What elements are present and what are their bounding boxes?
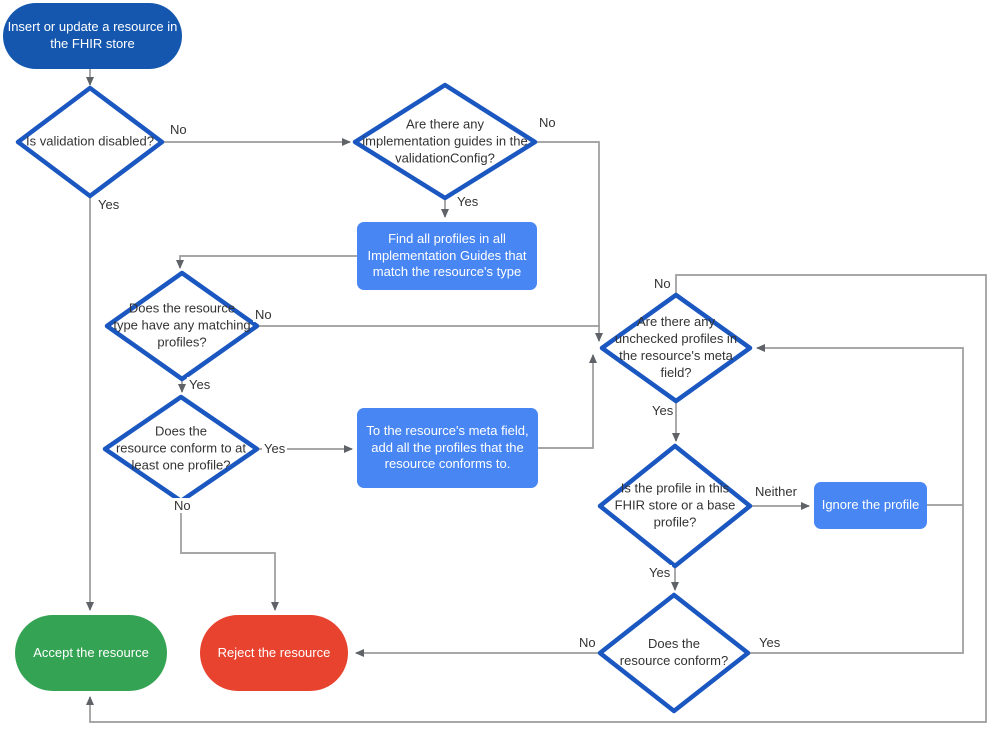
decision-unchecked-profiles [599,292,753,404]
decision-implementation-guides [352,82,538,201]
process-find-profiles: Find all profiles in all Implementation … [357,222,537,290]
edge-label-validation-yes: Yes [96,197,122,212]
decision-resource-conform [597,592,751,714]
edge-label-conform-no: No [577,635,598,650]
start-node: Insert or update a resource in the FHIR … [3,3,182,69]
process-ignore-profile: Ignore the profile [814,482,927,529]
edge-conform-yes-loop-to-unchecked [748,344,964,654]
reject-node: Reject the resource [200,615,348,691]
edge-label-matching-no: No [253,307,274,322]
decision-label-matching-profiles: Does the resource type have any matching… [113,300,251,350]
decision-label-resource-conform: Does the resource conform? [619,636,729,668]
edge-label-conform-yes: Yes [757,635,783,650]
edge-label-conform-one-no: No [172,498,193,513]
decision-matching-profiles [104,270,260,382]
edge-conform-one-no-to-reject [180,501,279,611]
edge-label-validation-no: No [168,122,189,137]
edge-add-to-unchecked [538,354,597,449]
decision-label-profile-in-store: Is the profile in this FHIR store or a b… [614,480,736,530]
edge-label-guides-yes: Yes [455,194,481,209]
edge-label-unchecked-no: No [652,276,673,291]
decision-label-unchecked-profiles: Are there any unchecked profiles in the … [614,314,738,380]
edge-label-in-store-neither: Neither [753,484,799,499]
edge-find-to-matching [176,255,357,269]
edge-label-matching-yes: Yes [187,377,213,392]
decision-validation-disabled [15,85,165,199]
decision-label-implementation-guides: Are there any implementation guides in t… [362,116,528,166]
edge-label-conform-one-yes: Yes [262,441,288,456]
edge-label-unchecked-yes: Yes [650,403,676,418]
decision-profile-in-store [597,443,753,569]
process-add-profiles: To the resource's meta field, add all th… [357,408,538,488]
decision-label-conform-one: Does the resource conform to at least on… [115,423,247,473]
edge-guides-no-to-unchecked [535,141,603,342]
decision-label-validation-disabled: Is validation disabled? [26,133,154,149]
accept-node: Accept the resource [15,615,167,691]
edge-label-guides-no: No [537,115,558,130]
edge-unchecked-no-to-accept [86,274,987,723]
edge-label-in-store-yes: Yes [647,565,673,580]
